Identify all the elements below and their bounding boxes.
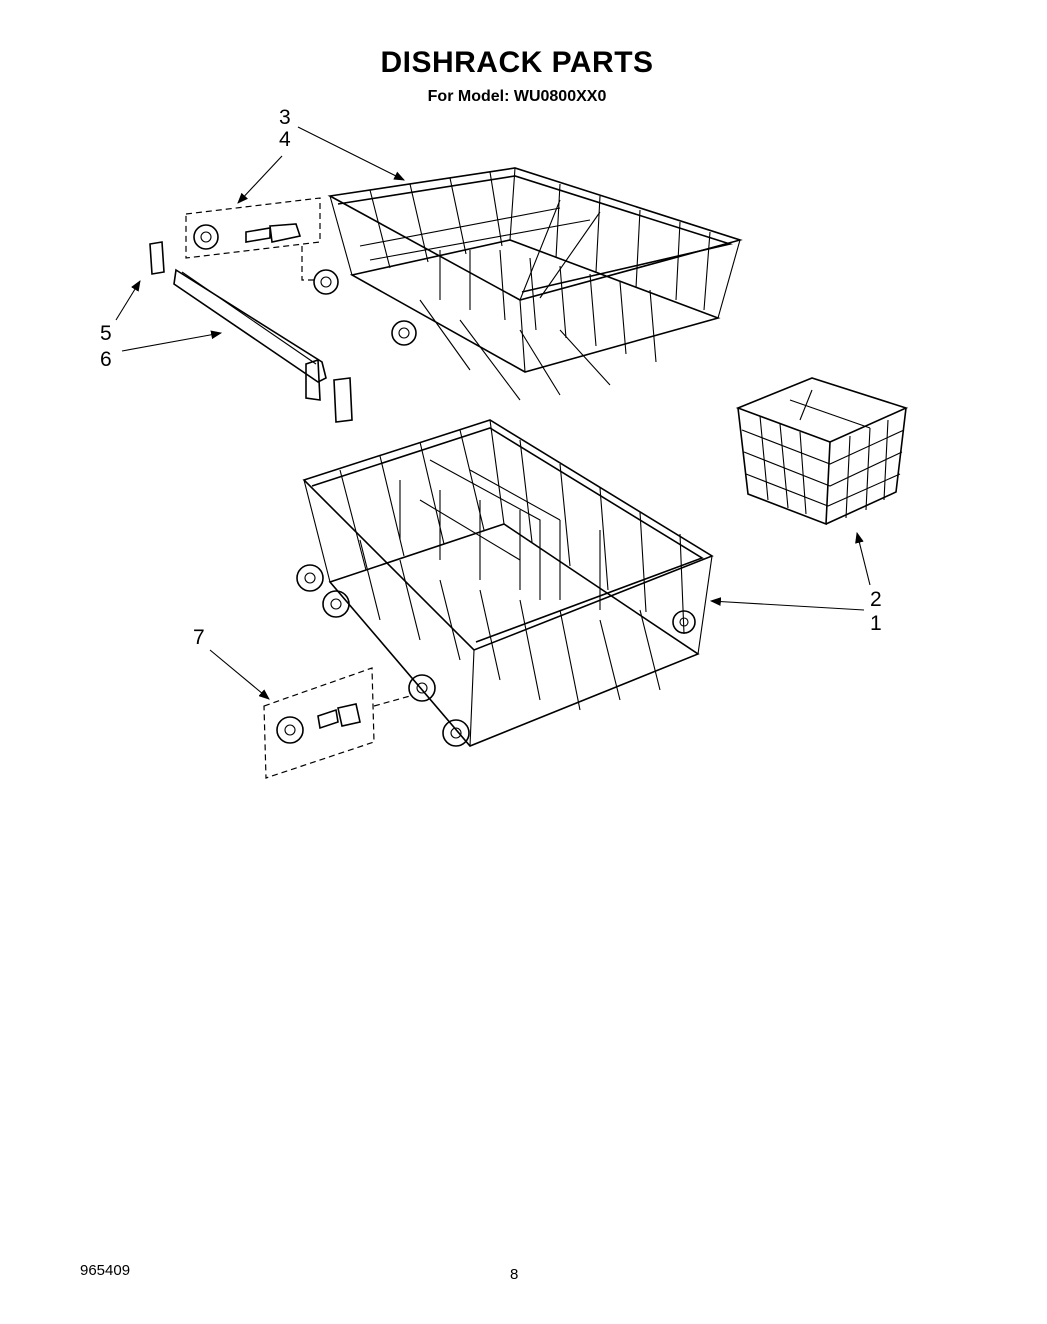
end-cap-lower: [333, 377, 353, 423]
callout-2: 2: [870, 588, 882, 611]
leader-lines: [115, 126, 871, 700]
model-subtitle: For Model: WU0800XX0: [427, 88, 607, 105]
lower-wheel-assembly: [263, 667, 411, 779]
upper-rack: [313, 167, 743, 401]
upper-wheel-assembly: [185, 197, 321, 281]
document-number: 965409: [80, 1262, 131, 1279]
rack-track-rail: [173, 268, 327, 401]
silverware-basket: [735, 377, 909, 526]
callout-4: 4: [279, 128, 291, 151]
callout-5: 5: [100, 322, 112, 345]
callout-6: 6: [100, 348, 112, 371]
page-number: 8: [510, 1266, 519, 1283]
page-title: DISHRACK PARTS: [380, 46, 654, 79]
callout-7: 7: [193, 626, 205, 649]
callout-1: 1: [870, 612, 882, 635]
end-cap-upper: [149, 241, 165, 275]
lower-rack: [296, 419, 714, 747]
callout-3: 3: [279, 106, 291, 129]
